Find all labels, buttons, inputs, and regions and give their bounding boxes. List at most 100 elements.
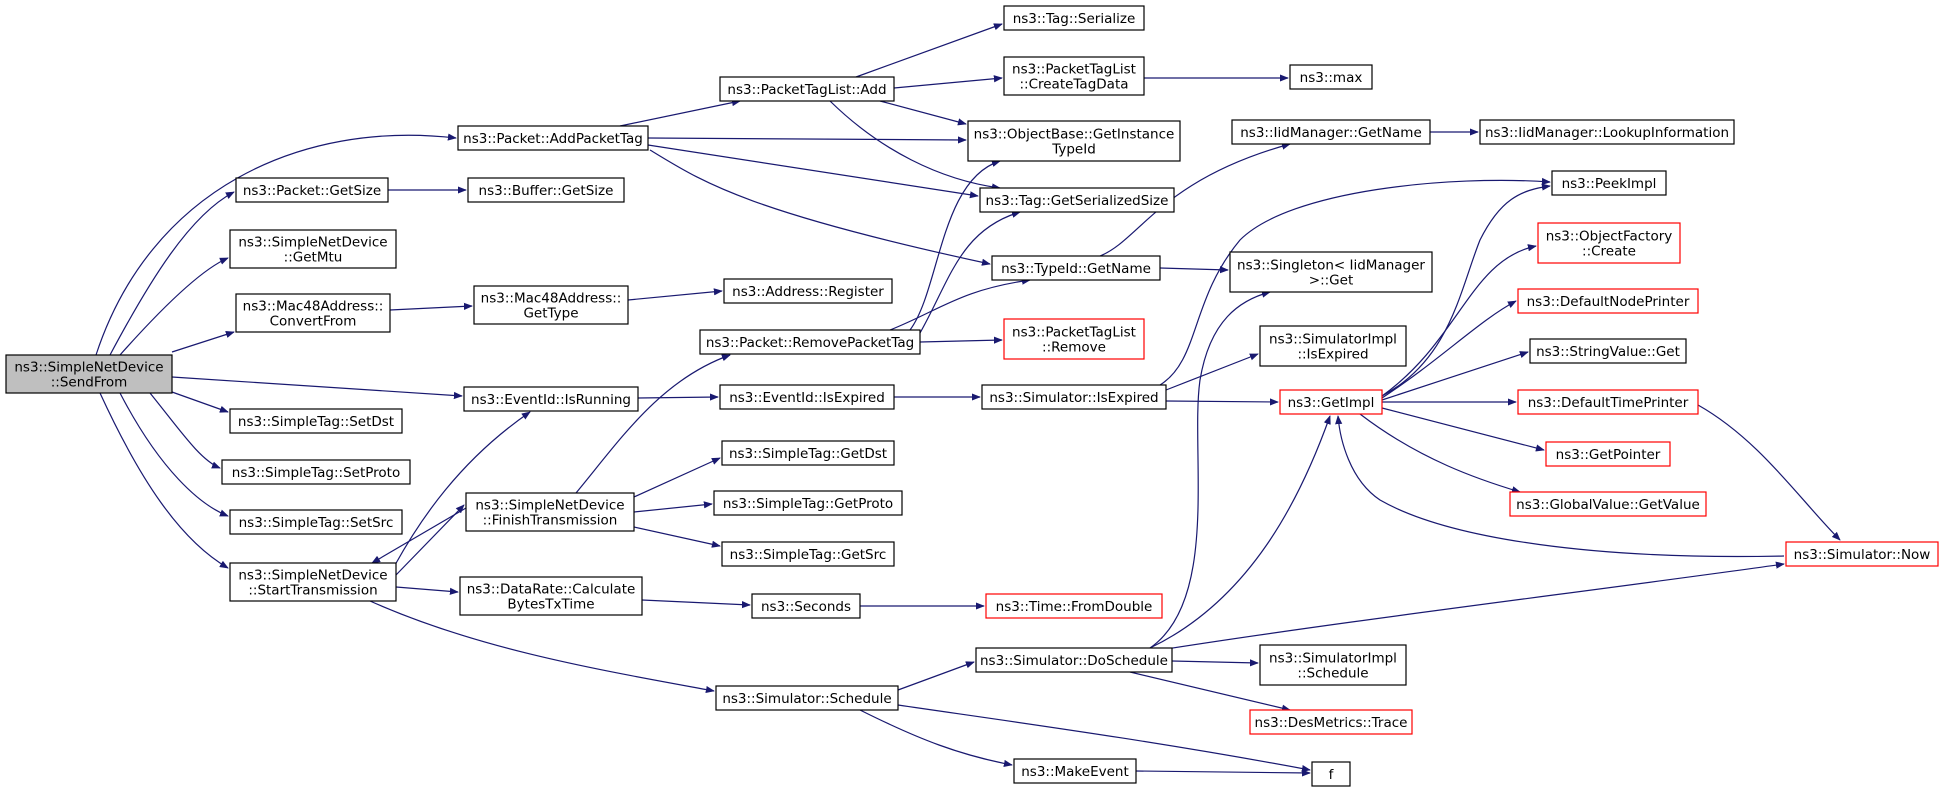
node-startTx[interactable]: ns3::SimpleNetDevice::StartTransmission [229, 562, 397, 602]
node-stringValueGet[interactable]: ns3::StringValue::Get [1529, 338, 1687, 364]
node-box [719, 76, 895, 102]
node-typeIdGetName[interactable]: ns3::TypeId::GetName [991, 255, 1161, 281]
node-label: ns3::Simulator::IsExpired [989, 390, 1158, 406]
edge-finishTx-to-startTx [371, 507, 467, 564]
node-label: ::FinishTransmission [483, 513, 618, 529]
node-label: ns3::StringValue::Get [1536, 344, 1680, 360]
edge-schedule-to-doSchedule [897, 661, 975, 691]
node-objectFactoryCreate[interactable]: ns3::ObjectFactory::Create [1537, 222, 1681, 264]
node-addressRegister[interactable]: ns3::Address::Register [723, 278, 893, 304]
nodes-layer: ns3::SimpleNetDevice::SendFrom ns3::Packe… [5, 5, 1939, 787]
node-lookupInfo[interactable]: ns3::IidManager::LookupInformation [1479, 119, 1735, 145]
node-box [981, 384, 1167, 410]
node-setSrc[interactable]: ns3::SimpleTag::SetSrc [229, 509, 403, 535]
node-tagListRemove[interactable]: ns3::PacketTagList::Remove [1003, 318, 1145, 360]
node-label: ns3::ObjectFactory [1546, 229, 1673, 245]
node-finishTx[interactable]: ns3::SimpleNetDevice::FinishTransmission [465, 492, 635, 532]
node-box [1517, 288, 1699, 314]
edge-defaultTimePrinter-to-simNow [1697, 404, 1841, 541]
node-addPacketTag[interactable]: ns3::Packet::AddPacketTag [457, 125, 649, 151]
node-box [1537, 222, 1681, 264]
edges-layer [95, 23, 1841, 777]
edge-convertFrom-to-macGetType [389, 302, 473, 311]
node-defaultTimePrinter[interactable]: ns3::DefaultTimePrinter [1517, 389, 1699, 415]
node-box [1259, 325, 1407, 367]
node-setProto[interactable]: ns3::SimpleTag::SetProto [221, 459, 411, 485]
node-packetGetSize[interactable]: ns3::Packet::GetSize [235, 177, 389, 203]
node-bufferGetSize[interactable]: ns3::Buffer::GetSize [467, 177, 625, 203]
node-f[interactable]: f [1311, 761, 1351, 787]
node-label: ns3::Address::Register [732, 284, 884, 300]
edge-macGetType-to-addressRegister [627, 288, 723, 301]
node-box [473, 285, 629, 325]
node-label: ns3::DesMetrics::Trace [1255, 715, 1408, 731]
node-makeEvent[interactable]: ns3::MakeEvent [1013, 758, 1137, 784]
edge-root-to-getMtu [119, 257, 229, 356]
edge-removePacketTag-to-getSerializedSize [919, 210, 1021, 334]
node-box [1551, 170, 1667, 196]
node-root[interactable]: ns3::SimpleNetDevice::SendFrom [5, 354, 173, 394]
node-label: ns3::GlobalValue::GetValue [1516, 497, 1700, 513]
node-label: ::Remove [1042, 340, 1106, 356]
node-timeFromDouble[interactable]: ns3::Time::FromDouble [985, 593, 1163, 619]
node-simNow[interactable]: ns3::Simulator::Now [1785, 541, 1939, 567]
node-max[interactable]: ns3::max [1289, 64, 1373, 90]
node-box [751, 593, 861, 619]
node-label: >::Get [1309, 273, 1353, 289]
node-getSerializedSize[interactable]: ns3::Tag::GetSerializedSize [979, 187, 1175, 213]
edge-removePacketTag-to-getInstanceTypeId [909, 160, 1001, 331]
node-box [235, 293, 391, 333]
node-label: f [1329, 767, 1335, 783]
node-singletonGet[interactable]: ns3::Singleton< IidManager>::Get [1229, 251, 1433, 293]
node-globalGetValue[interactable]: ns3::GlobalValue::GetValue [1509, 491, 1707, 517]
node-simIsExpired[interactable]: ns3::Simulator::IsExpired [981, 384, 1167, 410]
edge-tagListAdd-to-createTagData [893, 75, 1003, 89]
node-schedule[interactable]: ns3::Simulator::Schedule [715, 685, 899, 711]
node-convertFrom[interactable]: ns3::Mac48Address::ConvertFrom [235, 293, 391, 333]
node-label: ns3::SimpleTag::GetDst [729, 446, 887, 462]
node-box [229, 562, 397, 602]
node-box [457, 125, 649, 151]
node-getDst[interactable]: ns3::SimpleTag::GetDst [721, 440, 895, 466]
node-getImpl[interactable]: ns3::GetImpl [1279, 389, 1383, 415]
node-eventIsRunning[interactable]: ns3::EventId::IsRunning [463, 386, 639, 412]
node-label: GetType [523, 306, 578, 322]
node-seconds[interactable]: ns3::Seconds [751, 593, 861, 619]
edge-tagListAdd-to-getSerializedSize [829, 100, 1001, 191]
node-tagSerialize[interactable]: ns3::Tag::Serialize [1003, 5, 1145, 31]
node-getMtu[interactable]: ns3::SimpleNetDevice::GetMtu [229, 229, 397, 269]
node-box [1785, 541, 1939, 567]
node-doSchedule[interactable]: ns3::Simulator::DoSchedule [975, 647, 1173, 673]
node-box [229, 509, 403, 535]
node-box [1259, 644, 1407, 686]
node-setDst[interactable]: ns3::SimpleTag::SetDst [229, 408, 403, 434]
node-createTagData[interactable]: ns3::PacketTagList::CreateTagData [1003, 56, 1145, 96]
node-peekImpl[interactable]: ns3::PeekImpl [1551, 170, 1667, 196]
node-tagListAdd[interactable]: ns3::PacketTagList::Add [719, 76, 895, 102]
node-implSchedule[interactable]: ns3::SimulatorImpl::Schedule [1259, 644, 1407, 686]
edge-startTx-to-finishTx [395, 504, 465, 576]
node-implIsExpired[interactable]: ns3::SimulatorImpl::IsExpired [1259, 325, 1407, 367]
node-label: ns3::Simulator::Schedule [722, 691, 891, 707]
node-box [465, 492, 635, 532]
edge-schedule-to-makeEvent [859, 709, 1013, 768]
node-box [235, 177, 389, 203]
node-label: ns3::PeekImpl [1562, 176, 1657, 192]
node-eventIsExpired[interactable]: ns3::EventId::IsExpired [719, 384, 895, 410]
node-label: ns3::SimulatorImpl [1269, 651, 1397, 667]
edge-addPacketTag-to-tagListAdd [619, 99, 741, 127]
node-box [975, 647, 1173, 673]
node-macGetType[interactable]: ns3::Mac48Address::GetType [473, 285, 629, 325]
node-desTrace[interactable]: ns3::DesMetrics::Trace [1249, 709, 1413, 735]
node-defaultNodePrinter[interactable]: ns3::DefaultNodePrinter [1517, 288, 1699, 314]
node-label: ns3::SimpleTag::GetSrc [730, 547, 887, 563]
node-iidGetName[interactable]: ns3::IidManager::GetName [1231, 119, 1431, 145]
node-getPointer[interactable]: ns3::GetPointer [1545, 441, 1671, 467]
node-box [1529, 338, 1687, 364]
node-getProto[interactable]: ns3::SimpleTag::GetProto [713, 490, 903, 516]
node-getSrc[interactable]: ns3::SimpleTag::GetSrc [721, 541, 895, 567]
node-label: ns3::DataRate::Calculate [467, 582, 636, 598]
node-removePacketTag[interactable]: ns3::Packet::RemovePacketTag [699, 329, 921, 355]
